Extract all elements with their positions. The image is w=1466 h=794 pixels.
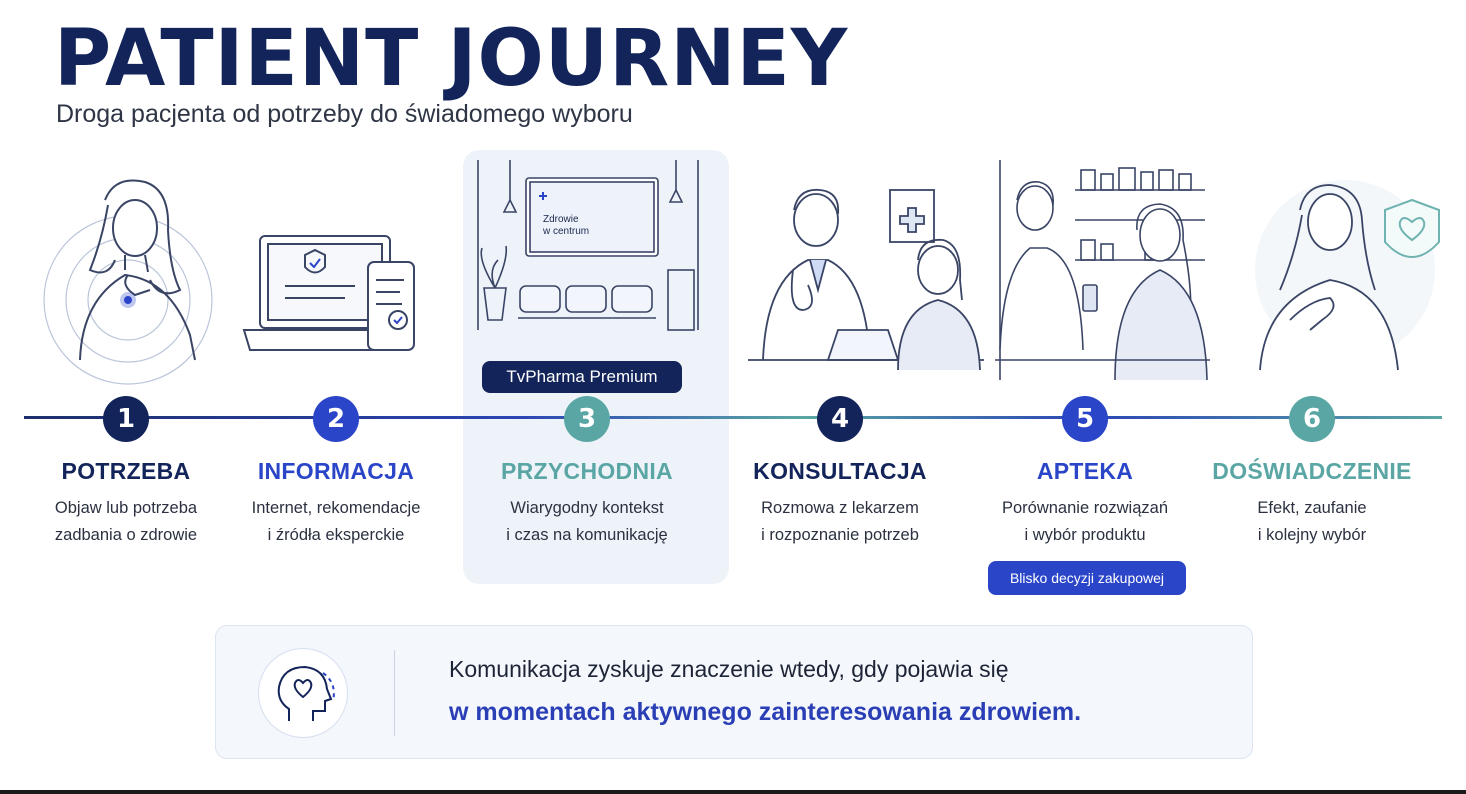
purchase-decision-tag: Blisko decyzji zakupowej: [988, 561, 1186, 595]
woman-heart-shield-icon: [1255, 180, 1440, 371]
step-konsultacja: 4 KONSULTACJA Rozmowa z lekarzem i rozpo…: [720, 396, 960, 549]
screen-text-line2: w centrum: [542, 226, 589, 237]
step-description: Objaw lub potrzeba zadbania o zdrowie: [54, 499, 198, 544]
laptop-phone-illustration: [240, 160, 420, 390]
woman-symptom-icon: [43, 179, 213, 385]
step-title: KONSULTACJA: [753, 458, 927, 484]
step-description: Porównanie rozwiązań i wybór produktu: [1001, 499, 1168, 544]
key-message-callout: Komunikacja zyskuje znaczenie wtedy, gdy…: [215, 625, 1253, 759]
head-heart-icon: [258, 648, 348, 738]
callout-text-line1: Komunikacja zyskuje znaczenie wtedy, gdy…: [449, 656, 1009, 682]
clinic-waiting-room-illustration: Zdrowie w centrum: [468, 160, 724, 360]
pharmacist-patient-icon: [995, 160, 1210, 381]
bottom-border: [0, 790, 1466, 794]
waiting-room-icon: Zdrowie w centrum: [477, 160, 699, 331]
page-subtitle: Droga pacjenta od potrzeby do świadomego…: [56, 100, 633, 128]
screen-text-line1: Zdrowie: [543, 214, 579, 225]
satisfied-woman-illustration: [1240, 160, 1450, 390]
laptop-shield-icon: [242, 235, 415, 351]
step-description: Internet, rekomendacje i źródła eksperck…: [251, 499, 421, 544]
step-przychodnia: 3 PRZYCHODNIA Wiarygodny kontekst i czas…: [467, 396, 707, 549]
callout-text-line2: w momentach aktywnego zainteresowania zd…: [449, 698, 1082, 726]
step-title: DOŚWIADCZENIE: [1212, 458, 1412, 484]
step-doswiadczenie: 6 DOŚWIADCZENIE Efekt, zaufanie i kolejn…: [1192, 396, 1432, 549]
woman-symptom-illustration: [20, 160, 220, 390]
page-title: PATIENT JOURNEY: [54, 14, 849, 104]
step-apteka: 5 APTEKA Porównanie rozwiązań i wybór pr…: [965, 396, 1205, 549]
callout-divider: [394, 650, 395, 736]
step-title: APTEKA: [1036, 458, 1134, 484]
step-number-badge: 6: [1289, 396, 1335, 442]
step-description: Efekt, zaufanie i kolejny wybór: [1257, 499, 1367, 544]
step-informacja: 2 INFORMACJA Internet, rekomendacje i źr…: [216, 396, 456, 549]
journey-timeline: [24, 416, 1442, 419]
step-number-badge: 2: [313, 396, 359, 442]
pharmacy-illustration: [995, 160, 1210, 390]
tvpharma-premium-tag: TvPharma Premium: [482, 361, 682, 393]
step-description: Wiarygodny kontekst i czas na komunikacj…: [506, 499, 668, 544]
step-title: PRZYCHODNIA: [501, 458, 673, 484]
step-title: INFORMACJA: [257, 458, 415, 484]
step-potrzeba: 1 POTRZEBA Objaw lub potrzeba zadbania o…: [6, 396, 246, 549]
step-number-badge: 3: [564, 396, 610, 442]
step-number-badge: 5: [1062, 396, 1108, 442]
doctor-consultation-illustration: [748, 160, 984, 390]
step-description: Rozmowa z lekarzem i rozpoznanie potrzeb: [761, 499, 919, 544]
doctor-patient-icon: [748, 188, 984, 371]
step-title: POTRZEBA: [61, 458, 191, 484]
step-number-badge: 1: [103, 396, 149, 442]
step-number-badge: 4: [817, 396, 863, 442]
